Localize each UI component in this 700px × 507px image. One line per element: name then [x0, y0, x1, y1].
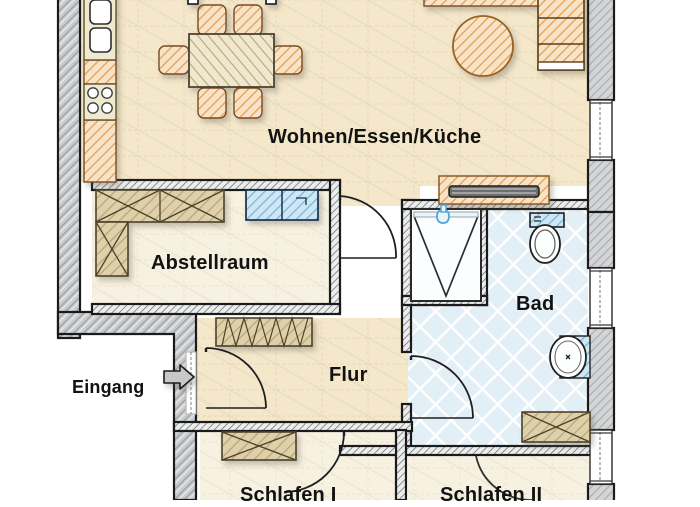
sideboard [423, 0, 545, 7]
room-label-abstellraum: Abstellraum [151, 252, 269, 274]
sofa [187, 0, 277, 5]
window-right-upper [589, 99, 613, 161]
dining-chair [233, 87, 263, 119]
window-right-middle [589, 267, 613, 329]
washbasin [549, 335, 591, 379]
floor-wohnen [78, 0, 592, 206]
stove-burner [87, 87, 99, 99]
door-abstellraum [338, 195, 397, 259]
wall-interior-bath-bottom [338, 444, 594, 457]
round-side-table [452, 15, 514, 77]
doors [185, 195, 532, 500]
dining-chair [271, 45, 303, 75]
stove-burner [101, 102, 113, 114]
shelf-base [537, 61, 585, 71]
wall-exterior-right-seg-1 [586, 0, 616, 102]
bedroom-furniture [221, 411, 591, 461]
kitchen-counter-mid [83, 59, 117, 85]
wall-exterior-right-seg-2 [586, 158, 616, 214]
door-flur-to-abstell [204, 347, 267, 409]
bathtub [410, 204, 482, 302]
wall-interior-storage-right [328, 178, 342, 314]
wall-exterior-left [56, 0, 82, 340]
toilet [529, 212, 565, 264]
door-bedroom-2 [475, 455, 532, 500]
floor-schlafen-2 [408, 452, 592, 500]
dining-set [158, 4, 303, 119]
media-board [438, 175, 550, 205]
room-label-schlafen-2: Schlafen II [440, 484, 543, 506]
shelf-unit [537, 0, 585, 71]
window-right-lower [589, 429, 613, 485]
entrance-label: Eingang [72, 377, 145, 397]
wall-interior-bedroom-divider [394, 428, 408, 500]
wall-interior-storage-bottom [90, 302, 342, 316]
wall-interior-bath-left [400, 198, 413, 354]
wall-interior-flur-bottom [172, 420, 414, 433]
wall-interior-top-partition [90, 178, 342, 192]
dining-table [188, 33, 275, 88]
windows [589, 99, 613, 485]
stove-burner [101, 87, 113, 99]
dining-chair [197, 4, 227, 36]
kitchen-group [83, 0, 117, 183]
living-right-furniture [423, 0, 585, 77]
dining-chair [233, 4, 263, 36]
door-bedroom-1 [283, 431, 346, 493]
flur-furniture [215, 315, 313, 349]
wall-exterior-right-seg-4 [586, 326, 616, 432]
tv-screen [448, 185, 540, 198]
abstellraum-furniture [95, 189, 319, 277]
wall-exterior-lower-left [56, 310, 198, 500]
kitchen-sink-basin [89, 0, 112, 25]
door-bathroom [409, 355, 474, 419]
wall-exterior-right-seg-3 [586, 210, 616, 270]
room-label-flur: Flur [329, 364, 368, 386]
kitchen-counter-lower [83, 119, 117, 183]
room-label-bad: Bad [516, 293, 555, 315]
room-label-schlafen-1: Schlafen I [240, 484, 337, 506]
stove-burner [87, 102, 99, 114]
kitchen-sink-basin [89, 27, 112, 53]
entrance-arrow-icon [163, 364, 195, 390]
room-label-wohnen-essen-kueche: Wohnen/Essen/Küche [268, 126, 482, 148]
wall-exterior-right-seg-5 [586, 482, 616, 500]
bathroom-fixtures [410, 204, 591, 379]
dining-chair [158, 45, 190, 75]
dining-chair [197, 87, 227, 119]
